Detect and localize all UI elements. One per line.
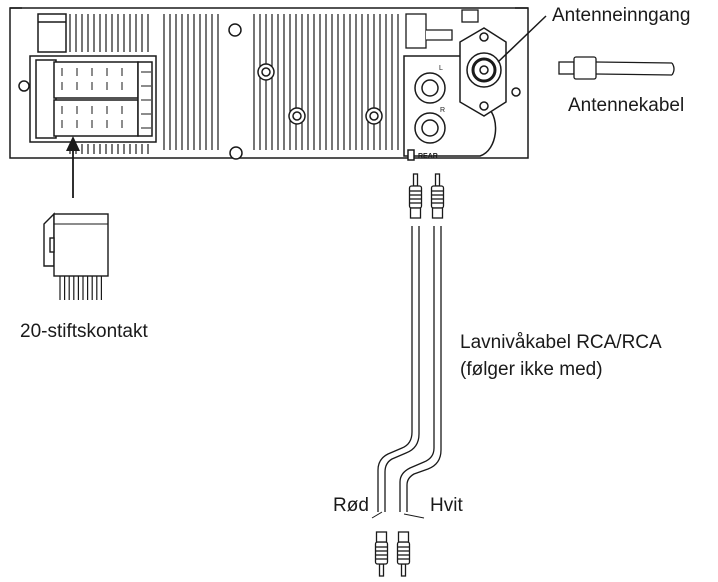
red-label: Rød xyxy=(333,495,369,516)
mounting-hole xyxy=(18,80,30,92)
rca-left-marking: L xyxy=(439,65,443,72)
rca-cable xyxy=(374,173,445,577)
unit-holes xyxy=(228,23,383,160)
rca-output-panel xyxy=(403,55,497,161)
white-pointer xyxy=(403,513,425,519)
20-pin-connector-plug xyxy=(43,212,109,300)
antenna-input-label: Antenneinngang xyxy=(552,5,691,26)
heat-sink-fins xyxy=(69,14,399,154)
rca-cable-label-line2: (følger ikke med) xyxy=(460,359,603,380)
connector-20pin-label: 20-stiftskontakt xyxy=(20,321,148,342)
rear-marking: REAR xyxy=(418,153,438,160)
antenna-socket xyxy=(459,27,521,117)
antenna-cable-label: Antennekabel xyxy=(568,95,685,116)
connector-arrow xyxy=(66,136,80,198)
antenna-cable xyxy=(558,56,675,80)
iso-connector-socket xyxy=(29,55,157,143)
antenna-pointer-line xyxy=(497,15,547,63)
rca-right-marking: R xyxy=(440,107,445,114)
white-label: Hvit xyxy=(430,495,463,516)
rca-cable-label-line1: Lavnivåkabel RCA/RCA xyxy=(460,332,662,353)
red-pointer xyxy=(371,511,383,519)
wire-tab xyxy=(405,9,479,49)
